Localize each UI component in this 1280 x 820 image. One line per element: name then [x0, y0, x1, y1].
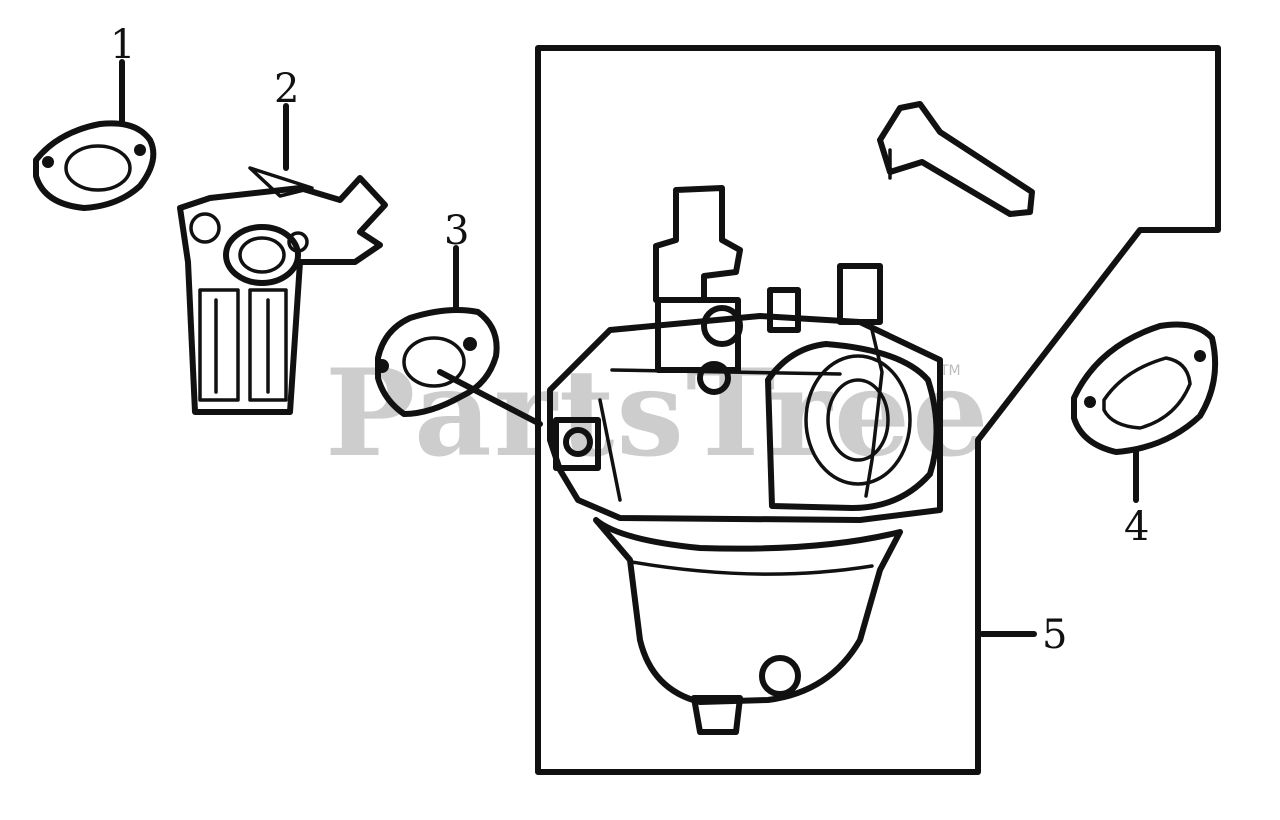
part-1-gasket[interactable]	[33, 120, 157, 211]
callout-5: 5	[1042, 612, 1067, 658]
callout-3: 3	[444, 208, 469, 254]
callout-1: 1	[110, 22, 135, 68]
callout-4: 4	[1124, 504, 1149, 550]
leader-lines	[119, 59, 1139, 637]
choke-lever	[877, 101, 1035, 217]
part-4-gasket[interactable]	[1071, 321, 1219, 455]
assembly-frame	[535, 45, 1221, 775]
callout-2: 2	[274, 66, 299, 112]
watermark-trademark: TM	[939, 363, 961, 379]
leader-3-to-body	[437, 369, 543, 427]
part-3-gasket[interactable]	[375, 307, 500, 417]
callout-labels: 1 2 3 4 5	[110, 22, 1149, 658]
part-5-carburetor[interactable]	[547, 101, 1035, 735]
part-2-insulator[interactable]	[177, 166, 388, 415]
